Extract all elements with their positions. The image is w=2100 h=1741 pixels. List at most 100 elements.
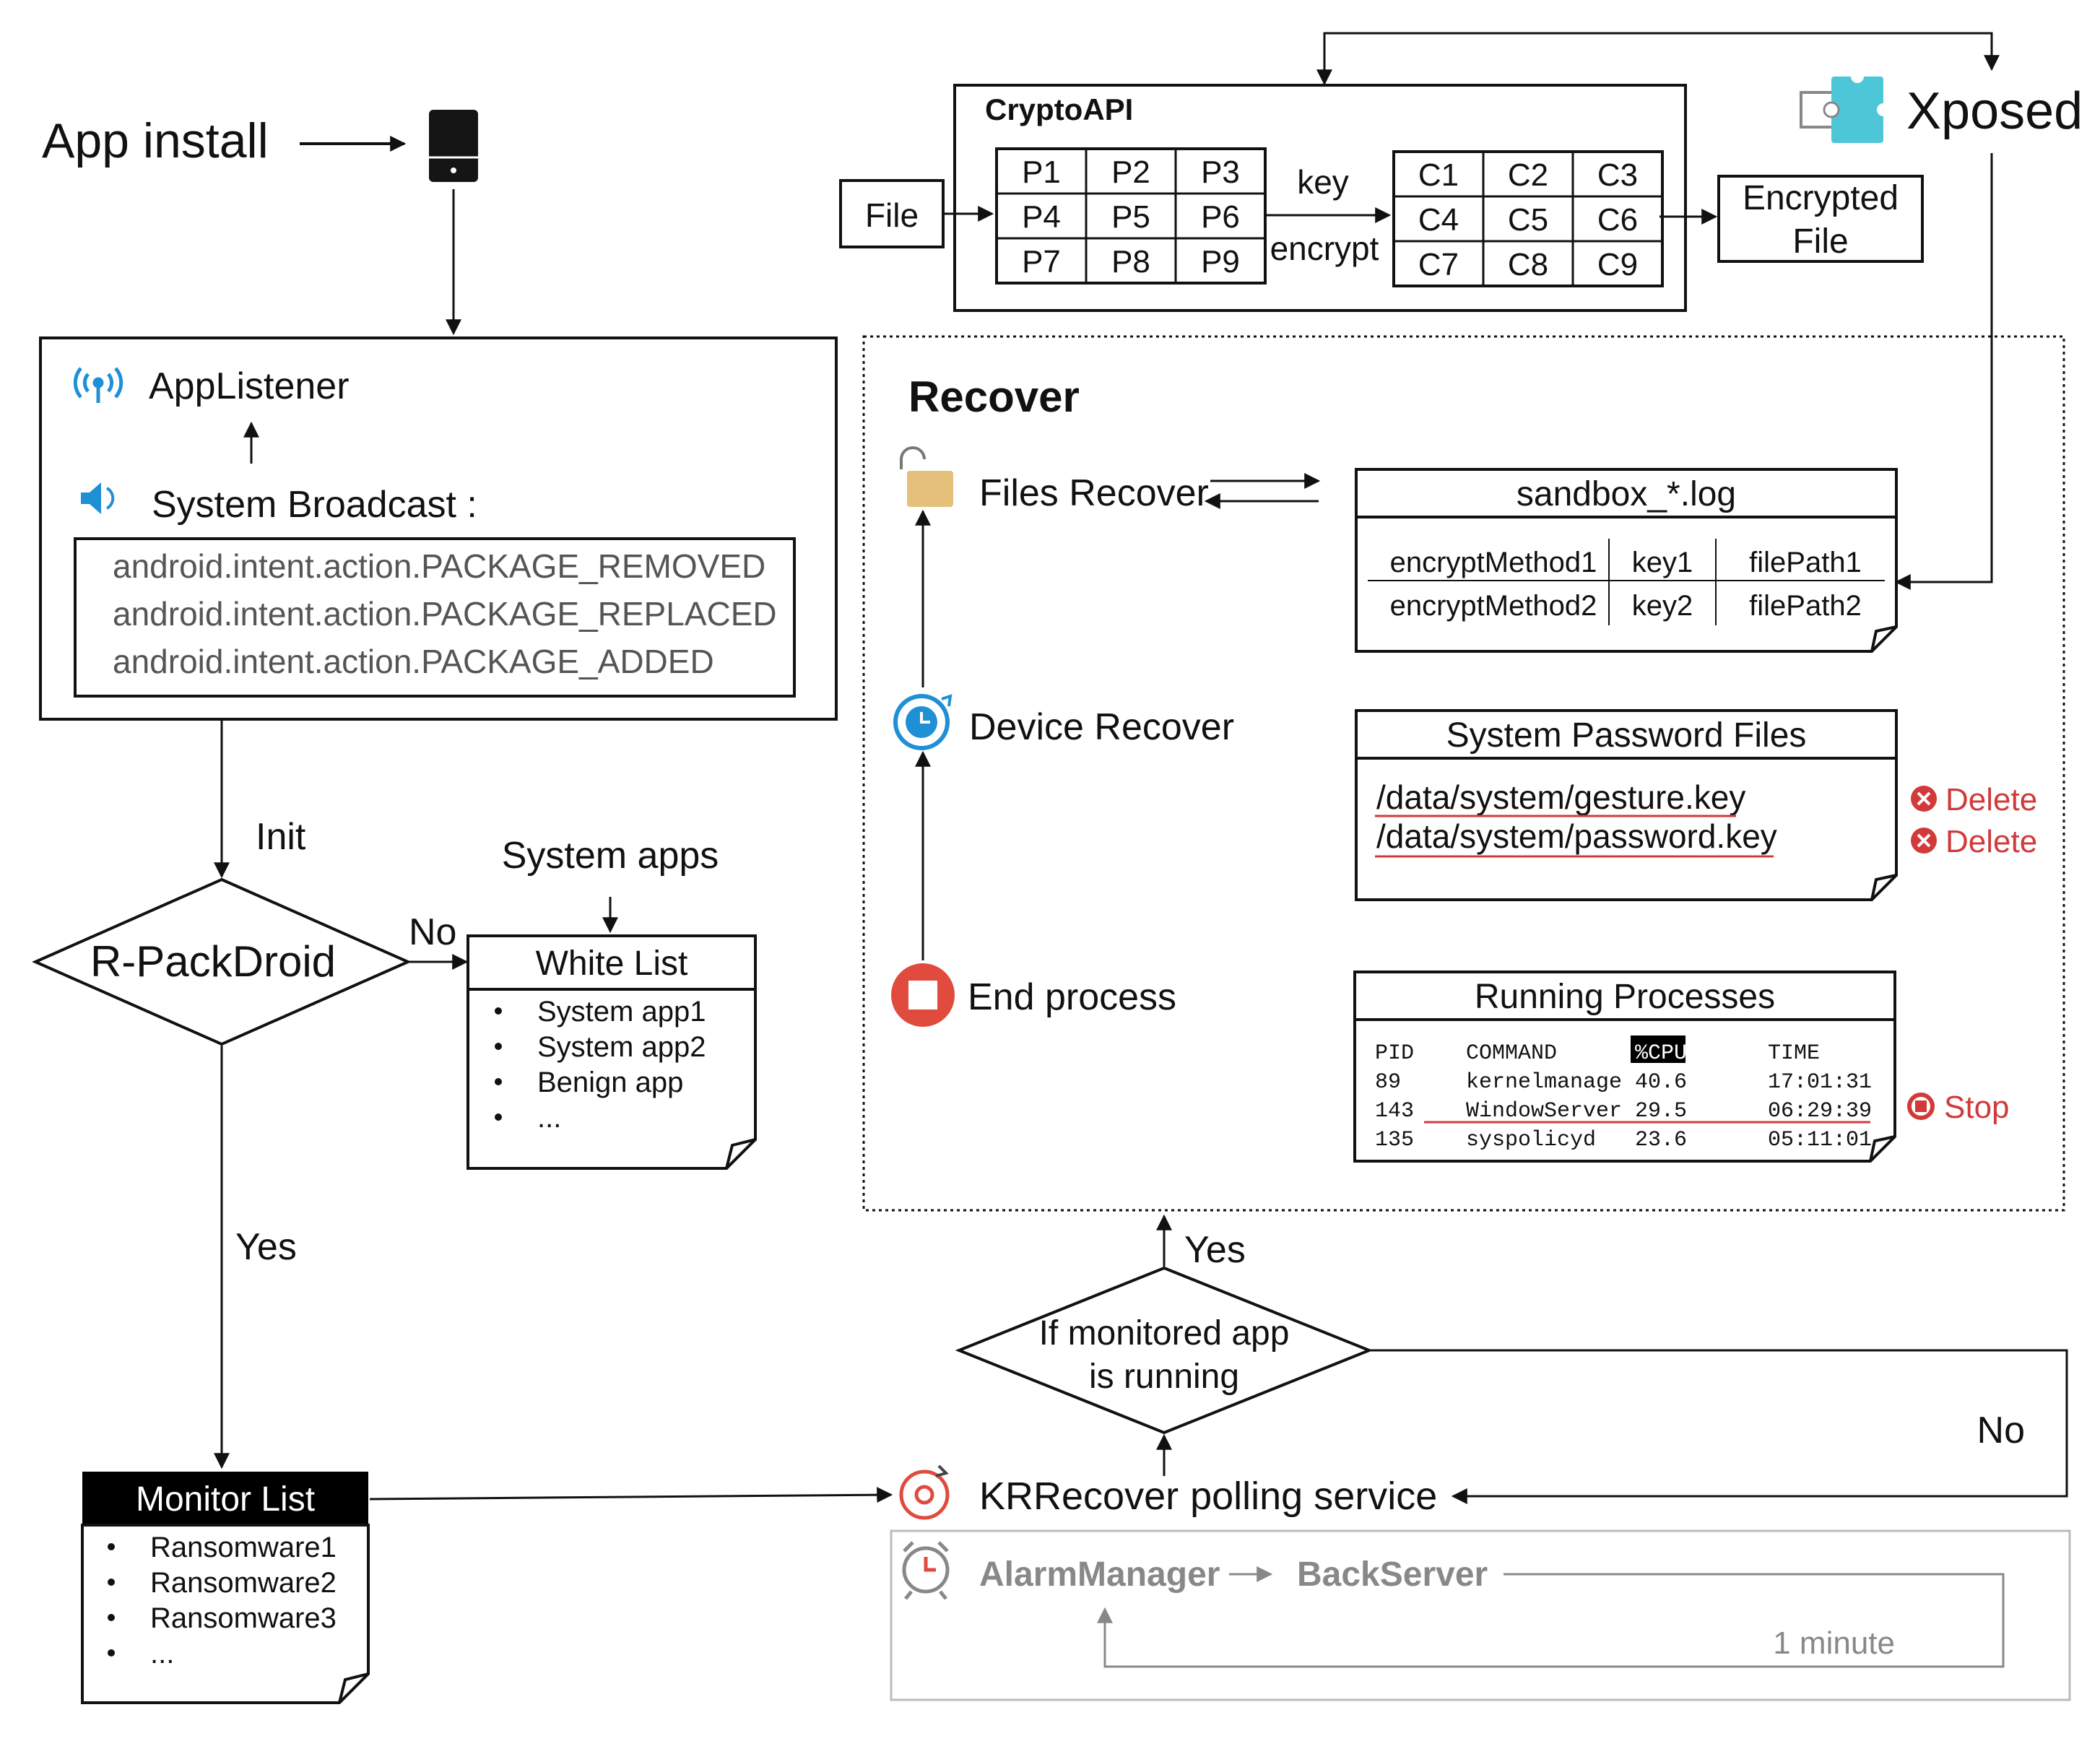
yes-label: Yes (235, 1226, 297, 1268)
yes-label-2: Yes (1184, 1229, 1246, 1271)
decision-line-1: If monitored app (1039, 1314, 1290, 1353)
alarm-region (890, 1529, 2071, 1701)
recover-region (862, 335, 2065, 1212)
no-label: No (409, 911, 456, 953)
monitored-app-decision: If monitored app is running (955, 1266, 1374, 1435)
no-label-2: No (1977, 1410, 2025, 1451)
intent-action: android.intent.action.PACKAGE_ADDED (113, 643, 714, 680)
password-files-note: System Password Files /data/system/gestu… (1355, 709, 1898, 901)
interval-loop-arrow (1097, 1573, 2005, 1668)
sandbox-cell: encryptMethod2 (1390, 590, 1597, 622)
file-label: File (865, 196, 919, 234)
gesture-key-path: /data/system/gesture.key (1376, 778, 1745, 816)
antenna-icon (73, 367, 123, 403)
recover-title: Recover (908, 373, 1080, 421)
delete-action-1[interactable]: Delete (1911, 782, 2037, 817)
process-header: PID (1375, 1041, 1414, 1066)
no-loop-arrow (1371, 1349, 2068, 1504)
list-item: ... (537, 1102, 561, 1134)
delete-label: Delete (1945, 782, 2037, 817)
bullet-icon (495, 1007, 502, 1015)
alarm-manager-label: AlarmManager (979, 1555, 1220, 1594)
polling-service-suffix: polling service (1190, 1475, 1437, 1518)
plain-cell: P9 (1201, 244, 1240, 279)
backserver-label: BackServer (1297, 1555, 1488, 1594)
device-recover-label: Device Recover (969, 706, 1234, 748)
list-item: Ransomware1 (150, 1532, 337, 1563)
phone-icon (429, 110, 478, 182)
plain-cell: P5 (1111, 199, 1150, 235)
password-files-title: System Password Files (1446, 716, 1807, 755)
cipher-cell: C1 (1418, 157, 1459, 193)
cpu-header-highlight (1631, 1036, 1685, 1063)
lock-icon (900, 446, 953, 507)
interval-label: 1 minute (1773, 1625, 1895, 1661)
stop-action[interactable]: Stop (1907, 1090, 2010, 1125)
encrypted-file-label: Encrypted (1743, 179, 1899, 217)
stop-icon (1907, 1093, 1935, 1120)
monitor-list-title: Monitor List (136, 1480, 315, 1519)
r-packdroid-label: R-PackDroid (90, 937, 336, 986)
cipher-cell: C3 (1597, 157, 1638, 193)
plain-cell: P7 (1022, 244, 1061, 279)
cipher-cell: C7 (1418, 247, 1459, 282)
stop-process-icon (891, 963, 955, 1027)
bullet-icon (495, 1113, 502, 1121)
krrecover-name: KRRecover (979, 1475, 1179, 1518)
process-cell: 29.5 (1635, 1099, 1687, 1124)
crypto-api-title: CryptoAPI (985, 92, 1133, 126)
sandbox-cell: key1 (1632, 547, 1693, 578)
monitor-to-service-arrow (369, 1487, 893, 1503)
sandbox-rows: encryptMethod1 key1 filePath1 encryptMethod… (1390, 547, 1862, 622)
polling-service-icon (899, 1464, 950, 1520)
process-cell: syspolicyd (1466, 1128, 1596, 1152)
white-list-note: System apps White List System app1System… (467, 835, 757, 1170)
sandbox-cell: encryptMethod1 (1390, 547, 1597, 578)
delete-action-2[interactable]: Delete (1911, 824, 2037, 859)
process-cell: 05:11:01 (1768, 1128, 1872, 1152)
xposed-puzzle-icon (1800, 70, 1890, 143)
file-box: File (839, 179, 945, 248)
process-cell: 06:29:39 (1768, 1099, 1872, 1124)
init-label: Init (256, 816, 306, 858)
sandbox-cell: filePath1 (1749, 547, 1862, 578)
app-listener-box: AppListener System Broadcast : android.i… (39, 337, 838, 721)
process-cell: 23.6 (1635, 1128, 1687, 1152)
plain-cell: P4 (1022, 199, 1061, 235)
xposed-label: Xposed (1906, 82, 2083, 140)
process-cell: kernelmanage (1466, 1070, 1622, 1095)
files-recover-label: Files Recover (979, 472, 1209, 514)
cipher-cell: C9 (1597, 247, 1638, 282)
encrypted-file-box: Encrypted File (1717, 175, 1924, 263)
intent-action: android.intent.action.PACKAGE_REMOVED (113, 547, 765, 585)
process-cell: 135 (1375, 1128, 1414, 1152)
white-list-title: White List (536, 945, 688, 983)
cipher-cell: C2 (1508, 157, 1548, 193)
sandbox-cell: filePath2 (1749, 590, 1862, 622)
password-key-path: /data/system/password.key (1376, 817, 1777, 855)
encrypt-label: encrypt (1270, 230, 1379, 267)
stop-label: Stop (1944, 1090, 2010, 1125)
system-apps-label: System apps (502, 835, 719, 877)
running-processes-title: Running Processes (1475, 978, 1775, 1016)
bullet-icon (108, 1543, 115, 1550)
process-header: COMMAND (1466, 1041, 1557, 1066)
key-label: key (1297, 163, 1349, 201)
plain-cell: P2 (1111, 155, 1150, 190)
list-item: Ransomware2 (150, 1567, 337, 1599)
bullet-icon (108, 1579, 115, 1586)
alarm-clock-icon (902, 1541, 950, 1600)
system-broadcast-label: System Broadcast : (152, 484, 477, 526)
speaker-icon (81, 482, 115, 514)
intent-actions-box (74, 537, 796, 698)
crypto-to-xposed-connector (1323, 32, 2000, 81)
plain-cell: P8 (1111, 244, 1150, 279)
